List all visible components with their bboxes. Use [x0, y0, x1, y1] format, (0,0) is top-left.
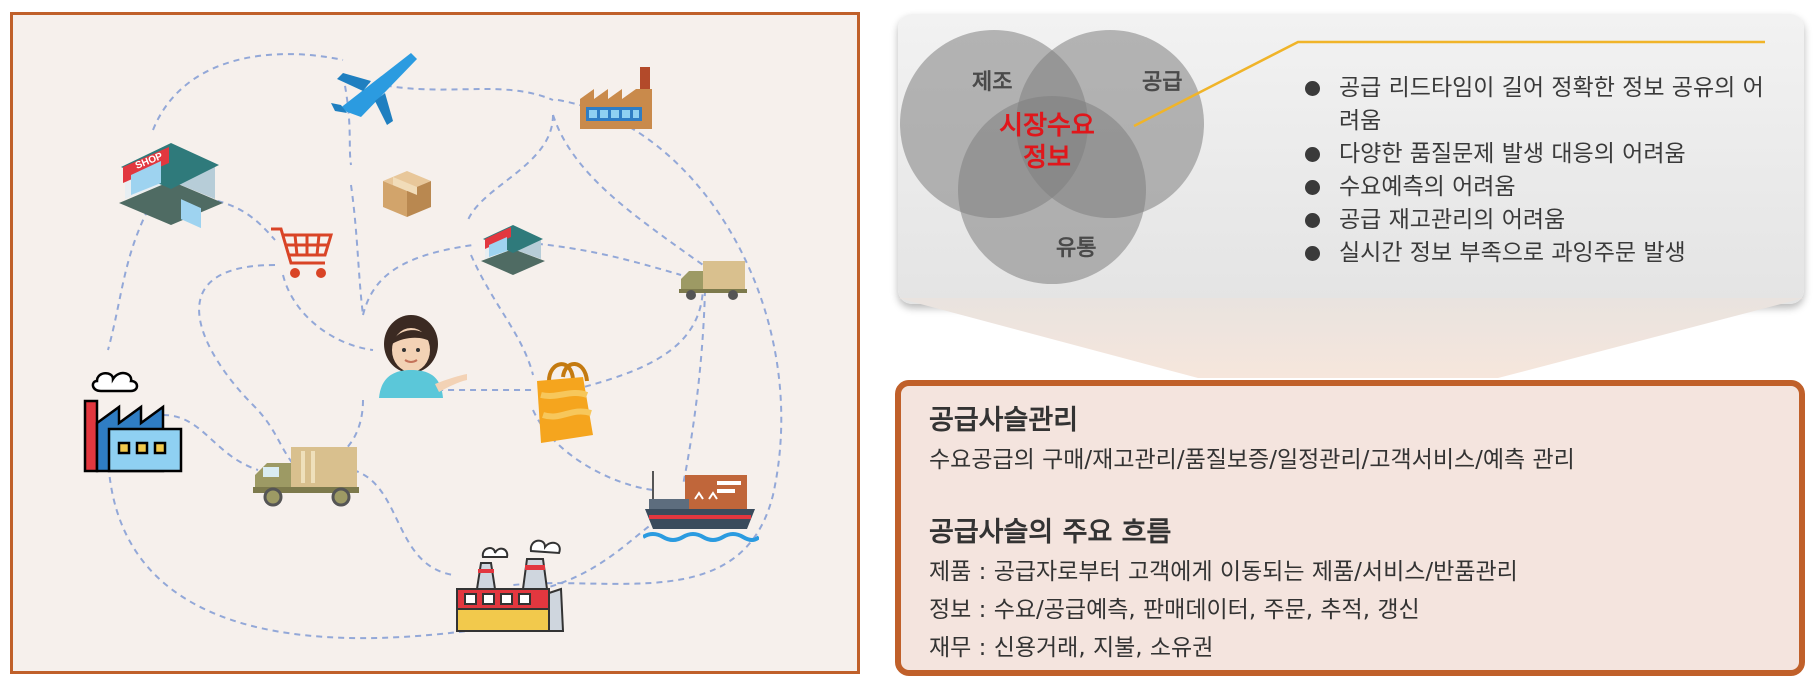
list-item: 수요예측의 어려움 [1303, 171, 1773, 204]
issue-list: 공급 리드타임이 길어 정확한 정보 공유의 어려움 다양한 품질문제 발생 대… [1303, 72, 1773, 270]
scm-description: 수요공급의 구매/재고관리/품질보증/일정관리/고객서비스/예측 관리 [929, 447, 1575, 473]
venn-diagram [900, 30, 1765, 284]
fan-connector [898, 298, 1804, 378]
scm-flow-product: 제품 : 공급자로부터 고객에게 이동되는 제품/서비스/반품관리 [929, 559, 1518, 585]
scm-summary-box: 공급사슬관리 수요공급의 구매/재고관리/품질보증/일정관리/고객서비스/예측 … [895, 380, 1805, 676]
supply-network-map: SHOP [10, 12, 860, 674]
route-lines [107, 53, 783, 640]
scm-flow-information: 정보 : 수요/공급예측, 판매데이터, 주문, 추적, 갱신 [929, 597, 1420, 623]
scm-flow-finance: 재무 : 신용거래, 지불, 소유권 [929, 635, 1214, 661]
scm-flow-title: 공급사슬의 주요 흐름 [929, 517, 1172, 548]
list-item: 실시간 정보 부족으로 과잉주문 발생 [1303, 237, 1773, 270]
scm-title: 공급사슬관리 [929, 405, 1079, 436]
venn-center-line2: 정보 [1023, 143, 1071, 173]
list-item: 공급 리드타임이 길어 정확한 정보 공유의 어려움 [1303, 72, 1773, 138]
venn-label-manufacturing: 제조 [972, 70, 1013, 95]
list-item: 공급 재고관리의 어려움 [1303, 204, 1773, 237]
leader-line [1133, 40, 1765, 128]
list-item: 다양한 품질문제 발생 대응의 어려움 [1303, 138, 1773, 171]
venn-center-line1: 시장수요 [999, 111, 1095, 141]
venn-label-supply: 공급 [1142, 70, 1183, 95]
venn-label-distribution: 유통 [1056, 236, 1097, 261]
venn-center-label: 시장수요 정보 [977, 110, 1117, 174]
venn-card: 제조 공급 유통 시장수요 정보 공급 리드타임이 길어 정확한 정보 공유의 … [898, 14, 1804, 304]
